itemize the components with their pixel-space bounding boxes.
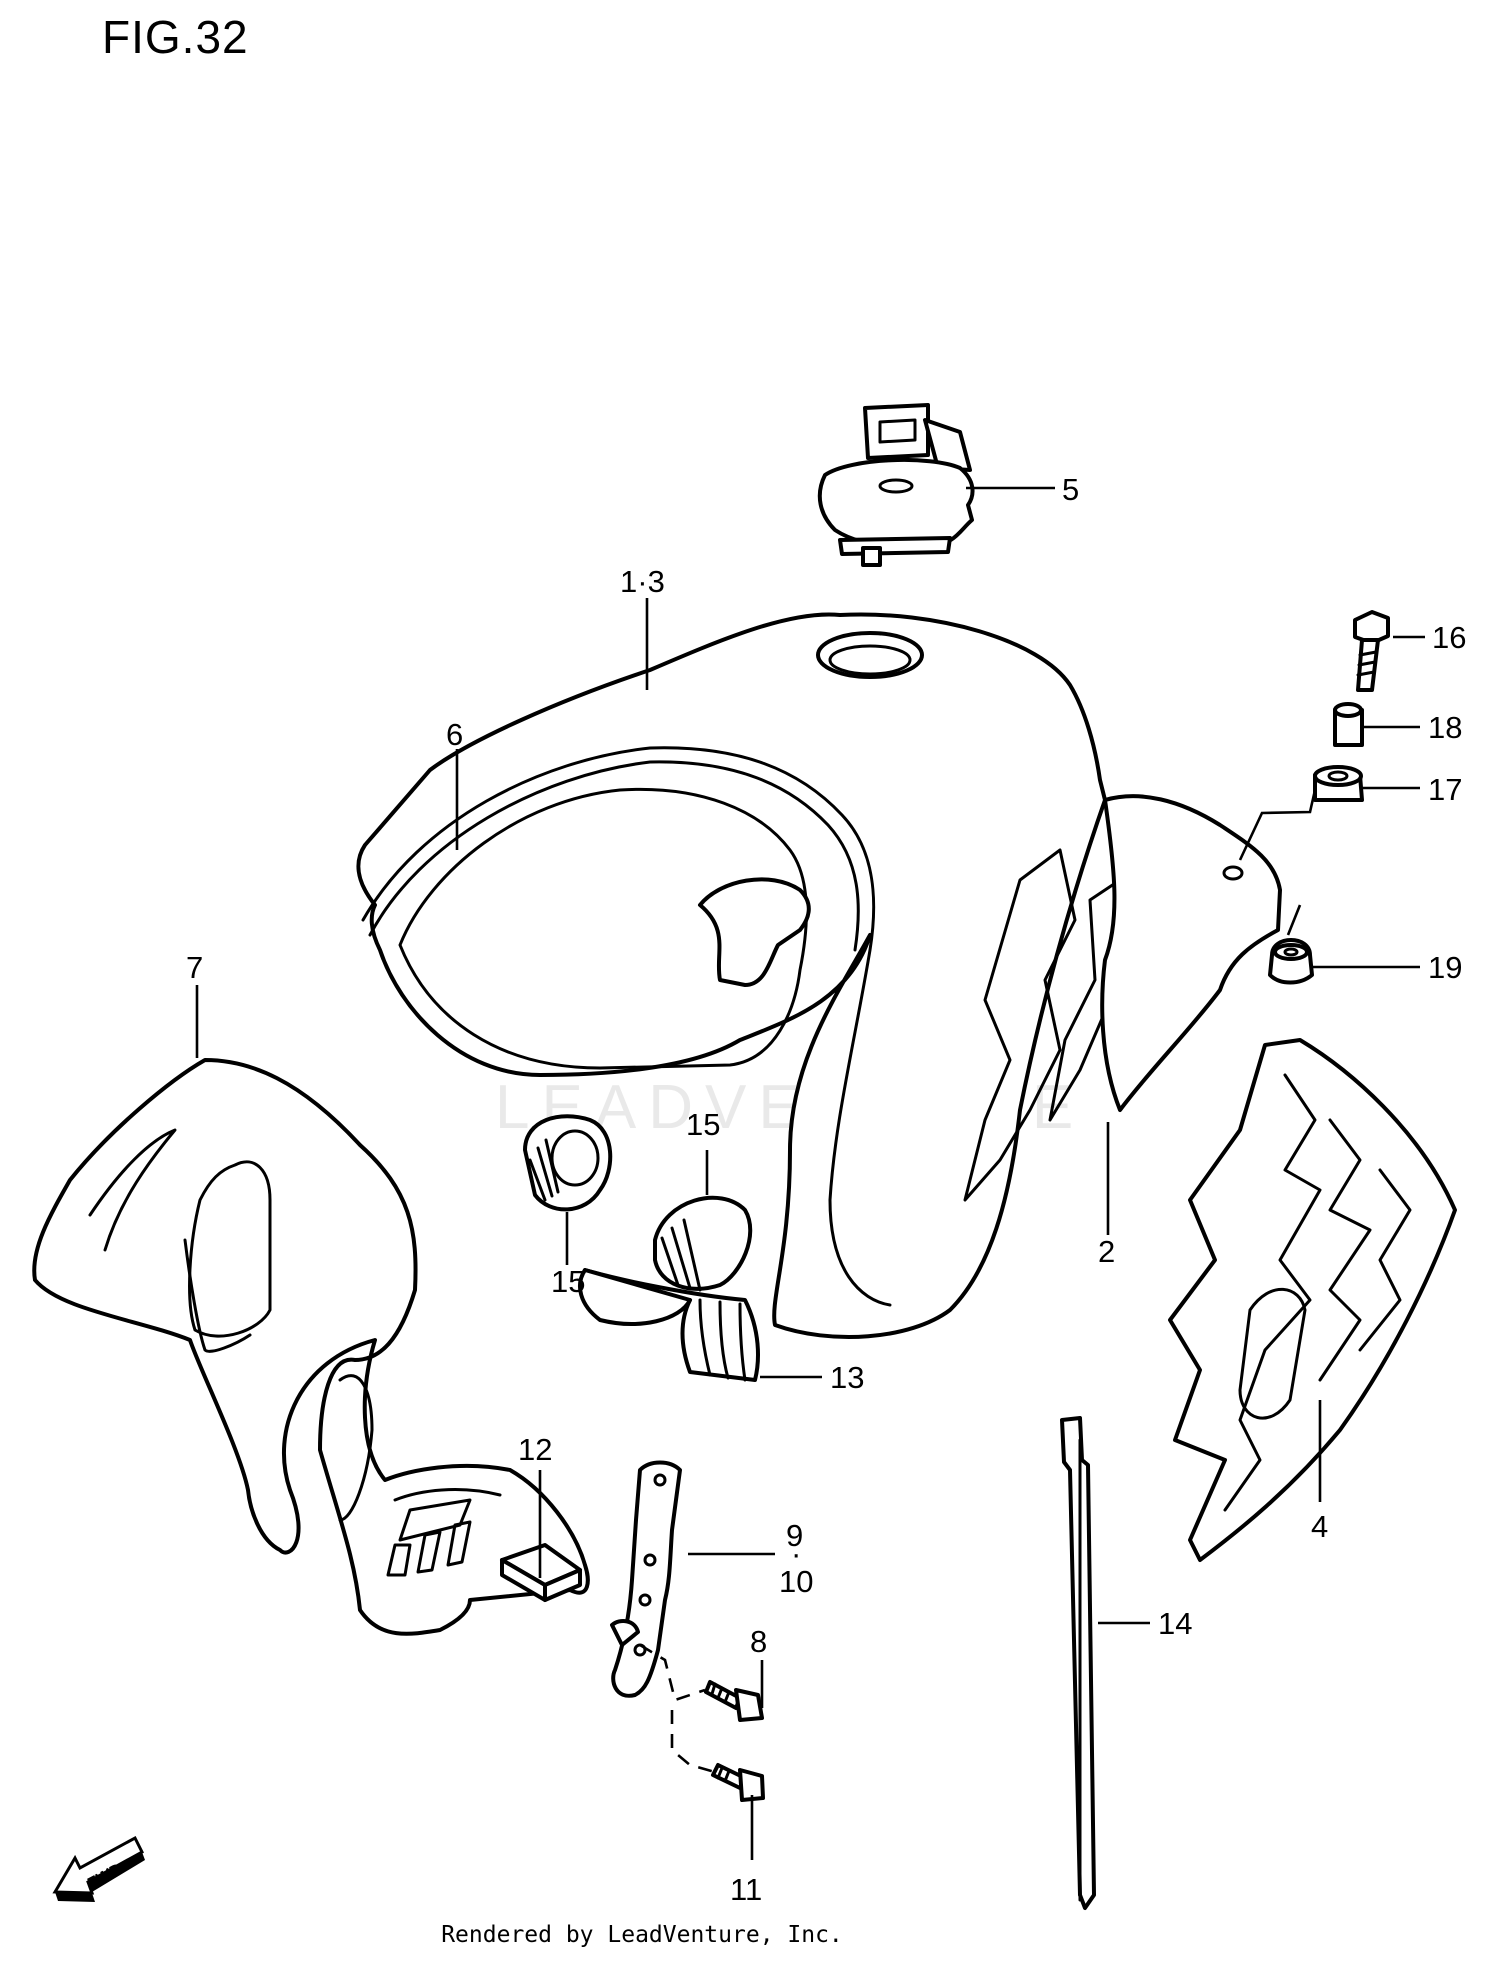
bracket-part	[610, 1460, 682, 1698]
callout-1-3: 1·3	[620, 564, 665, 599]
callout-7: 7	[186, 950, 203, 985]
cable-tie-part	[1060, 1416, 1096, 1910]
callout-6: 6	[446, 717, 463, 752]
callout-11: 11	[730, 1872, 762, 1907]
leader-lines	[195, 486, 1425, 1860]
decal-part	[1168, 1038, 1457, 1562]
cushion-left-part	[523, 1114, 613, 1212]
callout-13: 13	[830, 1360, 864, 1395]
callout-15-left: 15	[551, 1264, 585, 1299]
callout-16: 16	[1432, 620, 1466, 655]
bolt-8-part	[704, 1680, 764, 1722]
callout-2: 2	[1098, 1234, 1115, 1269]
callout-10: 10	[779, 1564, 813, 1599]
callout-12: 12	[518, 1432, 552, 1467]
callout-4: 4	[1311, 1509, 1328, 1544]
callout-5: 5	[1062, 472, 1079, 507]
fuel-cap-part	[817, 403, 975, 567]
callout-14: 14	[1158, 1606, 1192, 1641]
figure-title: FIG.32	[102, 11, 249, 63]
callouts: 1·3 6 5 16 18 17 19 7 15 15 2 13 12 9 · …	[186, 472, 1466, 1907]
callout-19: 19	[1428, 950, 1462, 985]
callout-15-right: 15	[686, 1107, 720, 1142]
bolt-16-part	[1353, 610, 1390, 692]
fwd-arrow-icon: FWD	[52, 1835, 145, 1902]
side-cover-part	[32, 1058, 590, 1636]
callout-17: 17	[1428, 772, 1462, 807]
callout-9: 9	[786, 1518, 803, 1553]
grommet-19-part	[1268, 938, 1314, 985]
footer-credit-text: Rendered by LeadVenture, Inc.	[441, 1922, 843, 1948]
cushion-17-part	[1313, 765, 1364, 802]
cushion-right-part	[653, 1195, 753, 1292]
collar-18-part	[1333, 702, 1364, 747]
footer-credit: Rendered by LeadVenture, Inc.	[0, 1922, 1500, 1948]
callout-18: 18	[1428, 710, 1462, 745]
callout-8: 8	[750, 1624, 767, 1659]
callout-9-10-dot: ·	[791, 1536, 801, 1571]
fuel-tank-part	[356, 612, 1282, 1339]
bolt-11-part	[711, 1763, 765, 1802]
rubber-pad-part	[578, 1268, 760, 1382]
